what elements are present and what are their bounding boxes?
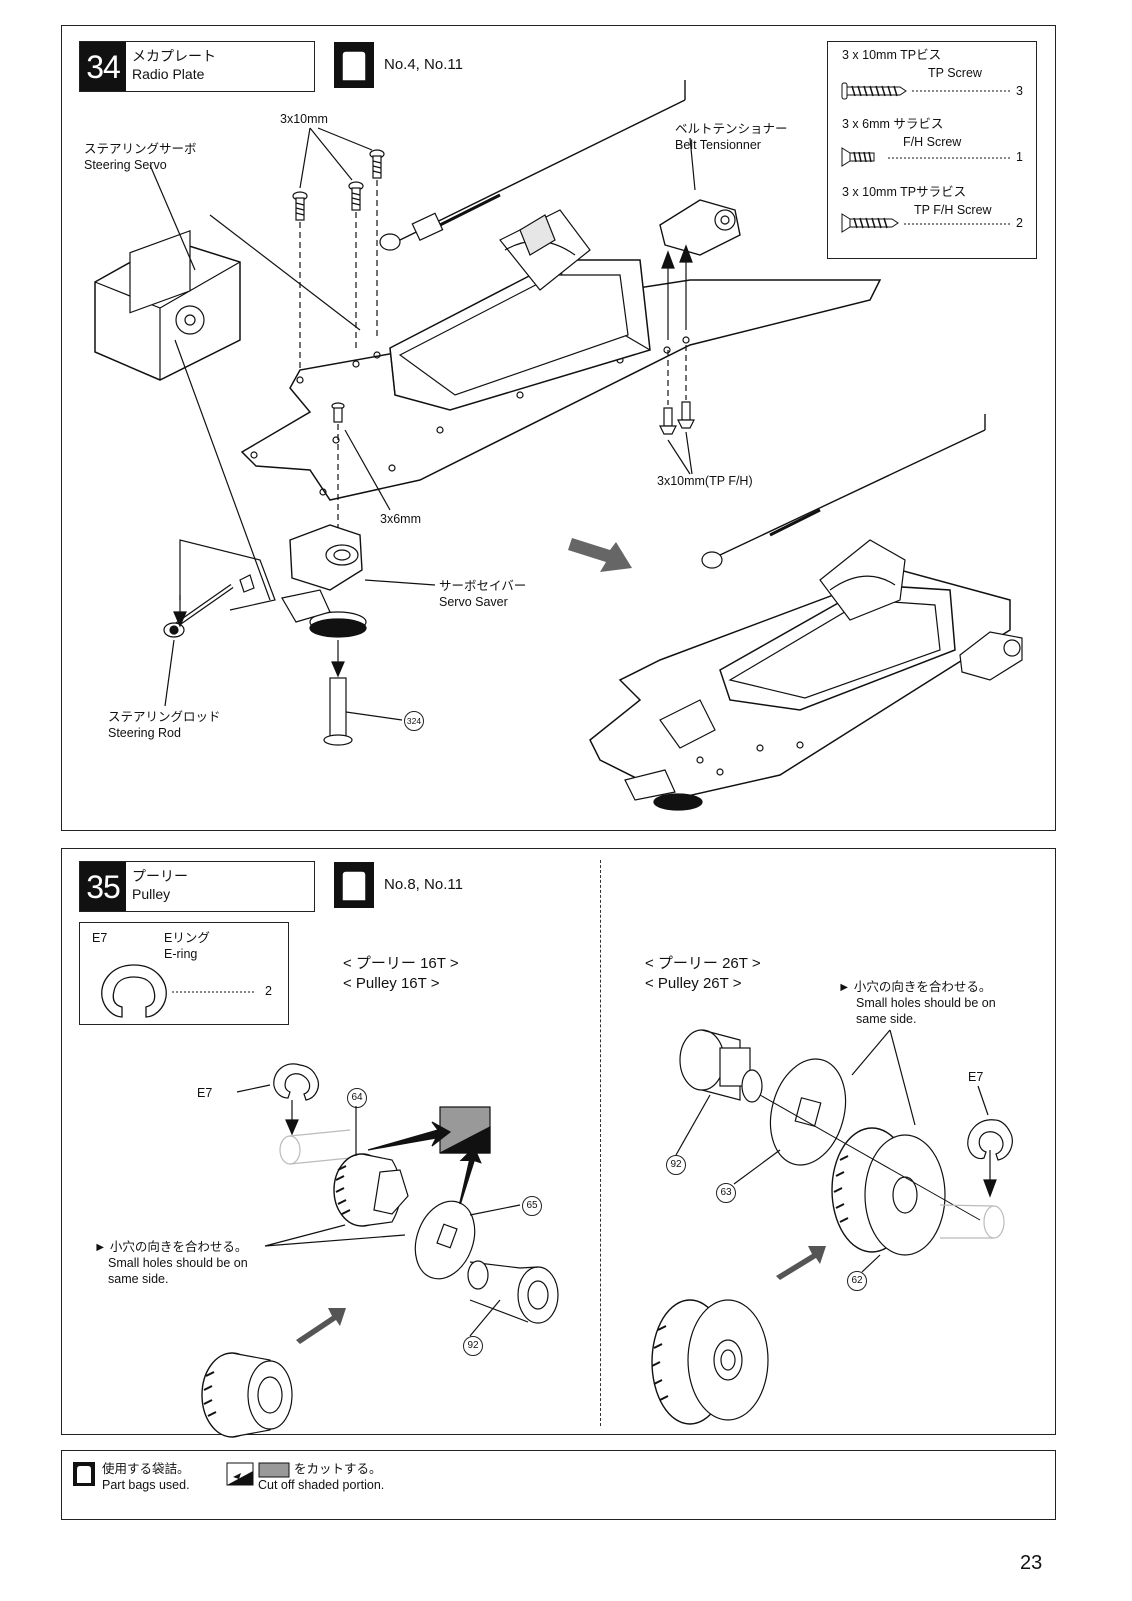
label-belt-tensioner-jp: ベルトテンショナー <box>675 122 788 136</box>
page-number: 23 <box>1020 1552 1043 1574</box>
label-servo-saver-en: Servo Saver <box>439 595 508 609</box>
pulley-26t-jp: < プーリー 26T > <box>645 955 761 972</box>
legend-cut-en: Cut off shaded portion. <box>258 1478 385 1492</box>
leader-line <box>172 991 256 993</box>
bag-icon <box>73 1462 95 1486</box>
leader-line <box>912 90 1012 92</box>
pulley-16t-jp: < プーリー 16T > <box>343 955 459 972</box>
label-servo-saver-jp: サーボセイバー <box>439 579 527 593</box>
e-ring-icon <box>101 964 167 1018</box>
note-en-right-1: Small holes should be on <box>856 996 996 1010</box>
part-number-65: 65 <box>522 1196 542 1216</box>
label-e7-left: E7 <box>197 1086 213 1100</box>
pulley-26t-en: < Pulley 26T > <box>645 975 742 992</box>
note-en-left-2: same side. <box>108 1272 169 1286</box>
pulley-16t-en: < Pulley 16T > <box>343 975 440 992</box>
label-screw-3x10-tpfh: 3x10mm(TP F/H) <box>657 474 753 488</box>
part-qty: 2 <box>1016 216 1023 230</box>
part-number-63: 63 <box>716 1183 736 1203</box>
step-number: 35 <box>80 862 126 911</box>
bag-numbers: No.4, No.11 <box>384 56 463 73</box>
step-title-en: Pulley <box>132 886 171 902</box>
legend-bags-en: Part bags used. <box>102 1478 190 1492</box>
note-jp-right: ► 小穴の向きを合わせる。 <box>838 980 992 994</box>
step-35-header: 35 プーリー Pulley <box>79 861 315 912</box>
part-size: 3 x 10mm TPビス <box>842 48 942 62</box>
part-number-92: 92 <box>666 1155 686 1175</box>
bag-icon <box>334 862 374 908</box>
part-name: F/H Screw <box>903 135 962 149</box>
parts-list-box: 3 x 10mm TPビス TP Screw 3 3 x 6mm サラビス F/… <box>827 41 1037 259</box>
step-35-panel <box>61 848 1056 1435</box>
note-en-left-1: Small holes should be on <box>108 1256 248 1270</box>
tp-screw-icon <box>841 82 907 100</box>
step-34-panel <box>61 25 1056 831</box>
label-screw-3x10: 3x10mm <box>280 112 328 126</box>
part-name-jp: Eリング <box>164 931 210 945</box>
legend-cut-jp: をカットする。 <box>294 1462 382 1476</box>
fh-screw-icon <box>841 147 875 167</box>
note-en-right-2: same side. <box>856 1012 917 1026</box>
label-e7-right: E7 <box>968 1070 984 1084</box>
part-name: TP F/H Screw <box>914 203 992 217</box>
part-code: E7 <box>92 931 108 945</box>
step-title-jp: プーリー <box>132 868 188 884</box>
part-number-324: 324 <box>404 711 424 731</box>
step-title-jp: メカプレート <box>132 48 216 64</box>
tp-fh-screw-icon <box>841 213 899 233</box>
leader-line <box>904 223 1012 225</box>
legend-panel <box>61 1450 1056 1520</box>
step-title-en: Radio Plate <box>132 66 205 82</box>
bag-icon <box>334 42 374 88</box>
part-name-en: E-ring <box>164 947 198 961</box>
legend-bags-jp: 使用する袋詰。 <box>102 1462 190 1476</box>
parts-list-box: E7 Eリング E-ring 2 <box>79 922 289 1025</box>
part-number-62: 62 <box>847 1271 867 1291</box>
step-number: 34 <box>80 42 126 91</box>
label-steering-rod-en: Steering Rod <box>108 726 181 740</box>
label-steering-servo-en: Steering Servo <box>84 158 167 172</box>
cut-icon <box>226 1462 290 1486</box>
bag-numbers: No.8, No.11 <box>384 876 463 893</box>
part-name: TP Screw <box>928 66 982 80</box>
label-screw-3x6: 3x6mm <box>380 512 421 526</box>
part-size: 3 x 10mm TPサラビス <box>842 185 967 199</box>
step-34-header: 34 メカプレート Radio Plate <box>79 41 315 92</box>
part-number-64: 64 <box>347 1088 367 1108</box>
leader-line <box>888 157 1012 159</box>
part-qty: 3 <box>1016 84 1023 98</box>
screw <box>292 191 308 221</box>
column-divider <box>600 860 601 1426</box>
label-belt-tensioner-en: Belt Tensionner <box>675 138 761 152</box>
part-qty: 1 <box>1016 150 1023 164</box>
part-size: 3 x 6mm サラビス <box>842 117 944 131</box>
part-qty: 2 <box>265 984 272 998</box>
label-steering-servo-jp: ステアリングサーボ <box>84 142 197 156</box>
label-steering-rod-jp: ステアリングロッド <box>108 710 221 724</box>
note-jp-left: ► 小穴の向きを合わせる。 <box>94 1240 248 1254</box>
part-number-92: 92 <box>463 1336 483 1356</box>
